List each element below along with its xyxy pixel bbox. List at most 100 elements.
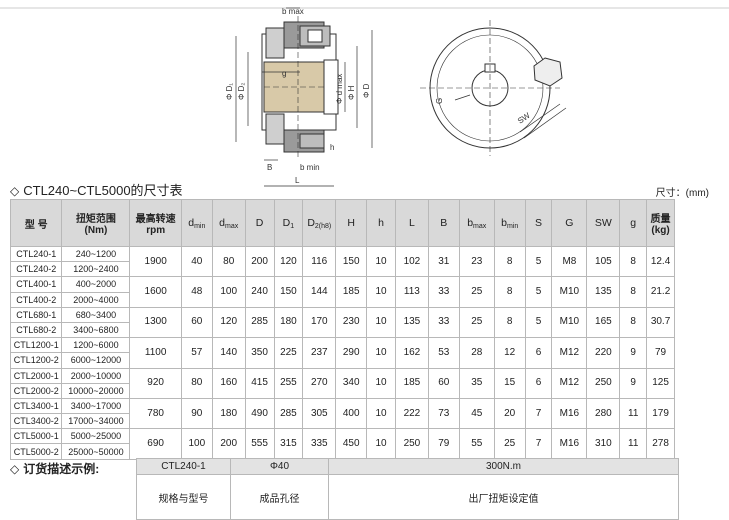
value-cell: 20 <box>493 397 526 430</box>
value-cell: 5 <box>524 276 553 308</box>
value-cell: 400 <box>335 397 368 430</box>
diamond-icon: ◇ <box>10 184 20 198</box>
value-cell: 25 <box>458 306 495 339</box>
value-cell: 170 <box>302 306 337 339</box>
value-cell: 8 <box>619 245 648 278</box>
value-cell: 73 <box>427 397 460 430</box>
header-h-upper: H <box>335 199 368 247</box>
value-cell: M12 <box>551 367 588 399</box>
value-cell: 450 <box>335 428 368 460</box>
model-cell: CTL240-1 <box>9 245 63 263</box>
value-cell: 230 <box>335 306 368 339</box>
value-cell: 250 <box>394 428 429 460</box>
header-s: S <box>524 199 553 247</box>
value-cell: 10 <box>366 306 396 339</box>
value-cell: 140 <box>211 337 246 369</box>
value-cell: 222 <box>394 397 429 430</box>
section-title: ◇CTL240~CTL5000的尺寸表 <box>10 180 183 199</box>
order-example-table: CTL240-1 Φ40 300N.m 规格与型号 成品孔径 出厂扭矩设定值 <box>136 458 679 520</box>
value-cell: 162 <box>394 337 429 369</box>
model-cell: CTL680-1 <box>9 306 63 323</box>
value-cell: 250 <box>586 367 621 399</box>
value-cell: 1600 <box>129 276 182 308</box>
value-cell: 340 <box>335 367 368 399</box>
value-cell: 690 <box>129 428 182 460</box>
value-cell: 180 <box>273 306 304 339</box>
value-cell: 920 <box>129 367 182 399</box>
order-title-text: 订货描述示例: <box>23 462 100 476</box>
value-cell: 180 <box>211 397 246 430</box>
value-cell: 200 <box>244 245 275 278</box>
section-title-text: CTL240~CTL5000的尺寸表 <box>23 183 183 198</box>
value-cell: 45 <box>458 397 495 430</box>
label-d2: Φ D₂ <box>237 83 246 101</box>
value-cell: 490 <box>244 397 275 430</box>
value-cell: 305 <box>302 397 337 430</box>
front-view <box>420 20 567 156</box>
value-cell: 125 <box>646 367 675 399</box>
order-model-label: 规格与型号 <box>136 474 231 520</box>
value-cell: 57 <box>180 337 213 369</box>
value-cell: 225 <box>273 337 304 369</box>
model-cell: CTL3400-2 <box>9 413 63 430</box>
value-cell: 315 <box>273 428 304 460</box>
header-mass: 质量(kg) <box>646 199 675 247</box>
value-cell: 120 <box>273 245 304 278</box>
value-cell: 185 <box>394 367 429 399</box>
value-cell: 135 <box>394 306 429 339</box>
header-d: D <box>244 199 275 247</box>
value-cell: 285 <box>244 306 275 339</box>
value-cell: 255 <box>273 367 304 399</box>
value-cell: 335 <box>302 428 337 460</box>
label-h-dia: Φ H <box>347 85 356 100</box>
value-cell: 290 <box>335 337 368 369</box>
model-cell: CTL680-2 <box>9 321 63 339</box>
value-cell: 30.7 <box>646 306 675 339</box>
value-cell: 270 <box>302 367 337 399</box>
model-cell: CTL240-2 <box>9 261 63 278</box>
header-torque: 扭矩范围(Nm) <box>61 199 131 247</box>
value-cell: 5 <box>524 306 553 339</box>
label-dmax: Φ d max <box>335 74 344 104</box>
value-cell: 12 <box>493 337 526 369</box>
value-cell: 555 <box>244 428 275 460</box>
order-bore-value: Φ40 <box>230 458 329 475</box>
value-cell: 10 <box>366 337 396 369</box>
header-bmax: bmax <box>458 199 495 247</box>
order-label-row: 规格与型号 成品孔径 出厂扭矩设定值 <box>136 474 679 520</box>
label-d-dia: Φ D <box>362 83 371 98</box>
value-cell: 90 <box>180 397 213 430</box>
value-cell: 150 <box>273 276 304 308</box>
header-sw: SW <box>586 199 621 247</box>
value-cell: 55 <box>458 428 495 460</box>
label-g-front: G <box>435 98 444 104</box>
torque-cell: 5000~25000 <box>61 428 131 445</box>
value-cell: 10 <box>366 397 396 430</box>
model-cell: CTL1200-1 <box>9 337 63 354</box>
value-cell: 10 <box>366 245 396 278</box>
label-bmin: b min <box>300 163 320 172</box>
value-cell: 100 <box>180 428 213 460</box>
value-cell: 350 <box>244 337 275 369</box>
value-cell: 113 <box>394 276 429 308</box>
value-cell: 144 <box>302 276 337 308</box>
torque-cell: 400~2000 <box>61 276 131 293</box>
order-value-row: CTL240-1 Φ40 300N.m <box>136 458 679 475</box>
value-cell: 310 <box>586 428 621 460</box>
torque-cell: 240~1200 <box>61 245 131 263</box>
value-cell: 179 <box>646 397 675 430</box>
value-cell: 6 <box>524 337 553 369</box>
value-cell: 6 <box>524 367 553 399</box>
diamond-icon: ◇ <box>10 462 20 476</box>
model-cell: CTL2000-1 <box>9 367 63 384</box>
value-cell: 48 <box>180 276 213 308</box>
order-torque-label: 出厂扭矩设定值 <box>328 474 679 520</box>
technical-drawing: b max g Φ D₁ Φ D₂ Φ d max Φ H Φ D B b mi… <box>0 0 729 198</box>
header-d2: D2(h8) <box>302 199 337 247</box>
label-l: L <box>295 176 300 185</box>
